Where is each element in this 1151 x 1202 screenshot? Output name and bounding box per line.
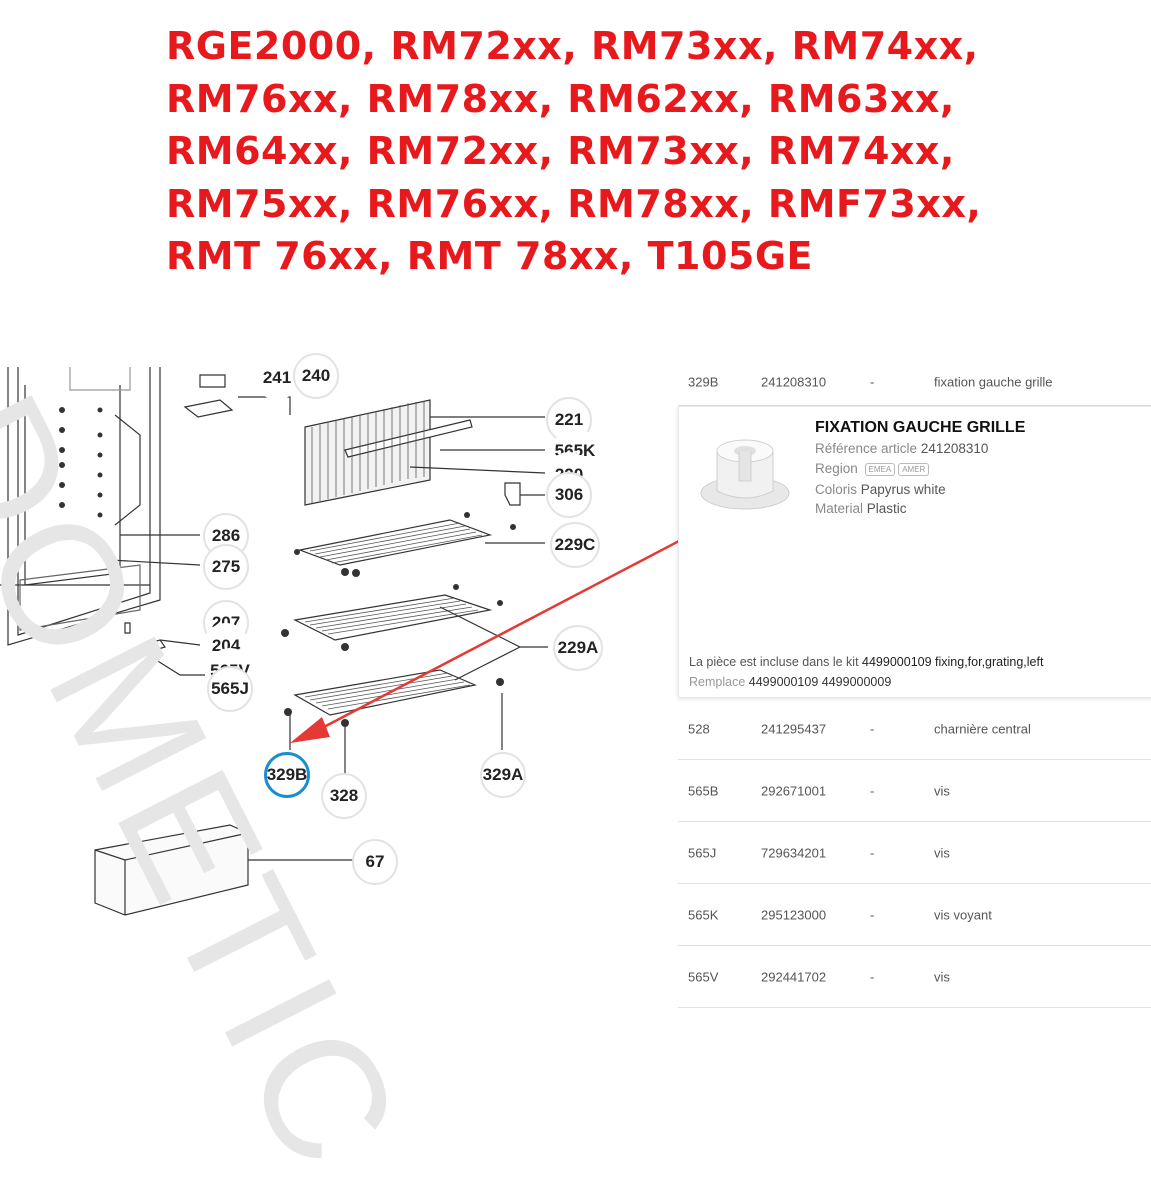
part-number: 292671001 — [761, 783, 827, 798]
material-value: Plastic — [866, 501, 907, 516]
diagram-drawing — [0, 367, 730, 916]
part-number: 241208310 — [761, 374, 827, 389]
detail-replaces: Remplace 4499000109 4499000009 — [689, 675, 891, 689]
table-row[interactable]: 528 241295437 - charnière central — [678, 698, 1151, 760]
detail-color: Coloris Papyrus white — [815, 482, 946, 497]
part-ref: 565V — [688, 969, 719, 984]
callout-328[interactable]: 328 — [321, 773, 367, 819]
title-line: RM64xx, RM72xx, RM73xx, RM74xx, — [166, 129, 955, 173]
replace-value[interactable]: 4499000109 4499000009 — [748, 675, 892, 689]
part-ref: 565J — [688, 845, 717, 860]
part-description: vis — [934, 845, 950, 860]
table-row[interactable]: 565K 295123000 - vis voyant — [678, 884, 1151, 946]
callout-329a[interactable]: 329A — [480, 752, 526, 798]
title-line: RM76xx, RM78xx, RM62xx, RM63xx, — [166, 76, 955, 121]
table-row[interactable]: 565V 292441702 - vis — [678, 946, 1151, 1008]
title-line: RM75xx, RM76xx, RM78xx, RMF73xx, — [166, 181, 982, 226]
title-line: RMT 76xx, RMT 78xx, T105GE — [166, 234, 813, 278]
part-number: 292441702 — [761, 969, 827, 984]
region-label: Region — [815, 461, 858, 476]
table-row[interactable]: 565J 729634201 - vis — [678, 822, 1151, 884]
part-description: vis — [934, 969, 950, 984]
parts-table: 329B 241208310 - fixation gauche grille … — [678, 358, 1151, 1008]
part-ref: 528 — [688, 721, 710, 736]
part-thumbnail — [700, 439, 790, 510]
region-badge-amer: AMER — [898, 462, 930, 476]
kit-label: La pièce est incluse dans le kit — [689, 655, 859, 669]
part-detail-panel: FIXATION GAUCHE GRILLE Référence article… — [678, 406, 1151, 698]
part-dash: - — [870, 721, 875, 736]
callout-229c[interactable]: 229C — [550, 522, 600, 568]
material-label: Material — [815, 501, 864, 516]
part-description: charnière central — [934, 721, 1031, 736]
title-line: RGE2000, RM72xx, RM73xx, RM74xx, — [166, 24, 979, 68]
detail-title: FIXATION GAUCHE GRILLE — [815, 419, 1026, 436]
part-number: 729634201 — [761, 845, 827, 860]
part-ref: 565K — [688, 907, 719, 922]
callout-329b-highlighted[interactable]: 329B — [264, 752, 310, 798]
part-dash: - — [870, 969, 875, 984]
color-label: Coloris — [815, 482, 858, 497]
part-description: vis voyant — [934, 907, 992, 922]
part-dash: - — [870, 845, 875, 860]
table-row[interactable]: 329B 241208310 - fixation gauche grille — [678, 358, 1151, 406]
table-row[interactable]: 565B 292671001 - vis — [678, 760, 1151, 822]
replace-label: Remplace — [689, 675, 746, 689]
ref-value: 241208310 — [920, 441, 989, 456]
callout-306[interactable]: 306 — [546, 472, 592, 518]
callout-229a[interactable]: 229A — [553, 625, 603, 671]
exploded-parts-diagram: DOMETIC 241 240 221 565K 220 306 286 275… — [0, 353, 730, 1201]
part-number: 241295437 — [761, 721, 827, 736]
part-dash: - — [870, 374, 875, 389]
color-value: Papyrus white — [860, 482, 946, 497]
region-badge-emea: EMEA — [864, 462, 896, 476]
detail-kit: La pièce est incluse dans le kit 4499000… — [689, 655, 1043, 669]
part-dash: - — [870, 783, 875, 798]
ref-label: Référence article — [815, 441, 918, 456]
callout-275[interactable]: 275 — [203, 544, 249, 590]
kit-link[interactable]: 4499000109 fixing,for,grating,left — [862, 655, 1044, 669]
detail-material: Material Plastic — [815, 501, 907, 516]
callout-241[interactable]: 241 — [255, 356, 299, 400]
page-title: RGE2000, RM72xx, RM73xx, RM74xx, RM76xx,… — [166, 20, 1126, 283]
part-ref: 329B — [688, 374, 719, 389]
part-description: vis — [934, 783, 950, 798]
callout-565j[interactable]: 565J — [207, 666, 253, 712]
callout-67[interactable]: 67 — [352, 839, 398, 885]
detail-reference: Référence article 241208310 — [815, 441, 988, 456]
part-number: 295123000 — [761, 907, 827, 922]
part-ref: 565B — [688, 783, 719, 798]
part-description: fixation gauche grille — [934, 374, 1053, 389]
callout-240[interactable]: 240 — [293, 353, 339, 399]
part-dash: - — [870, 907, 875, 922]
